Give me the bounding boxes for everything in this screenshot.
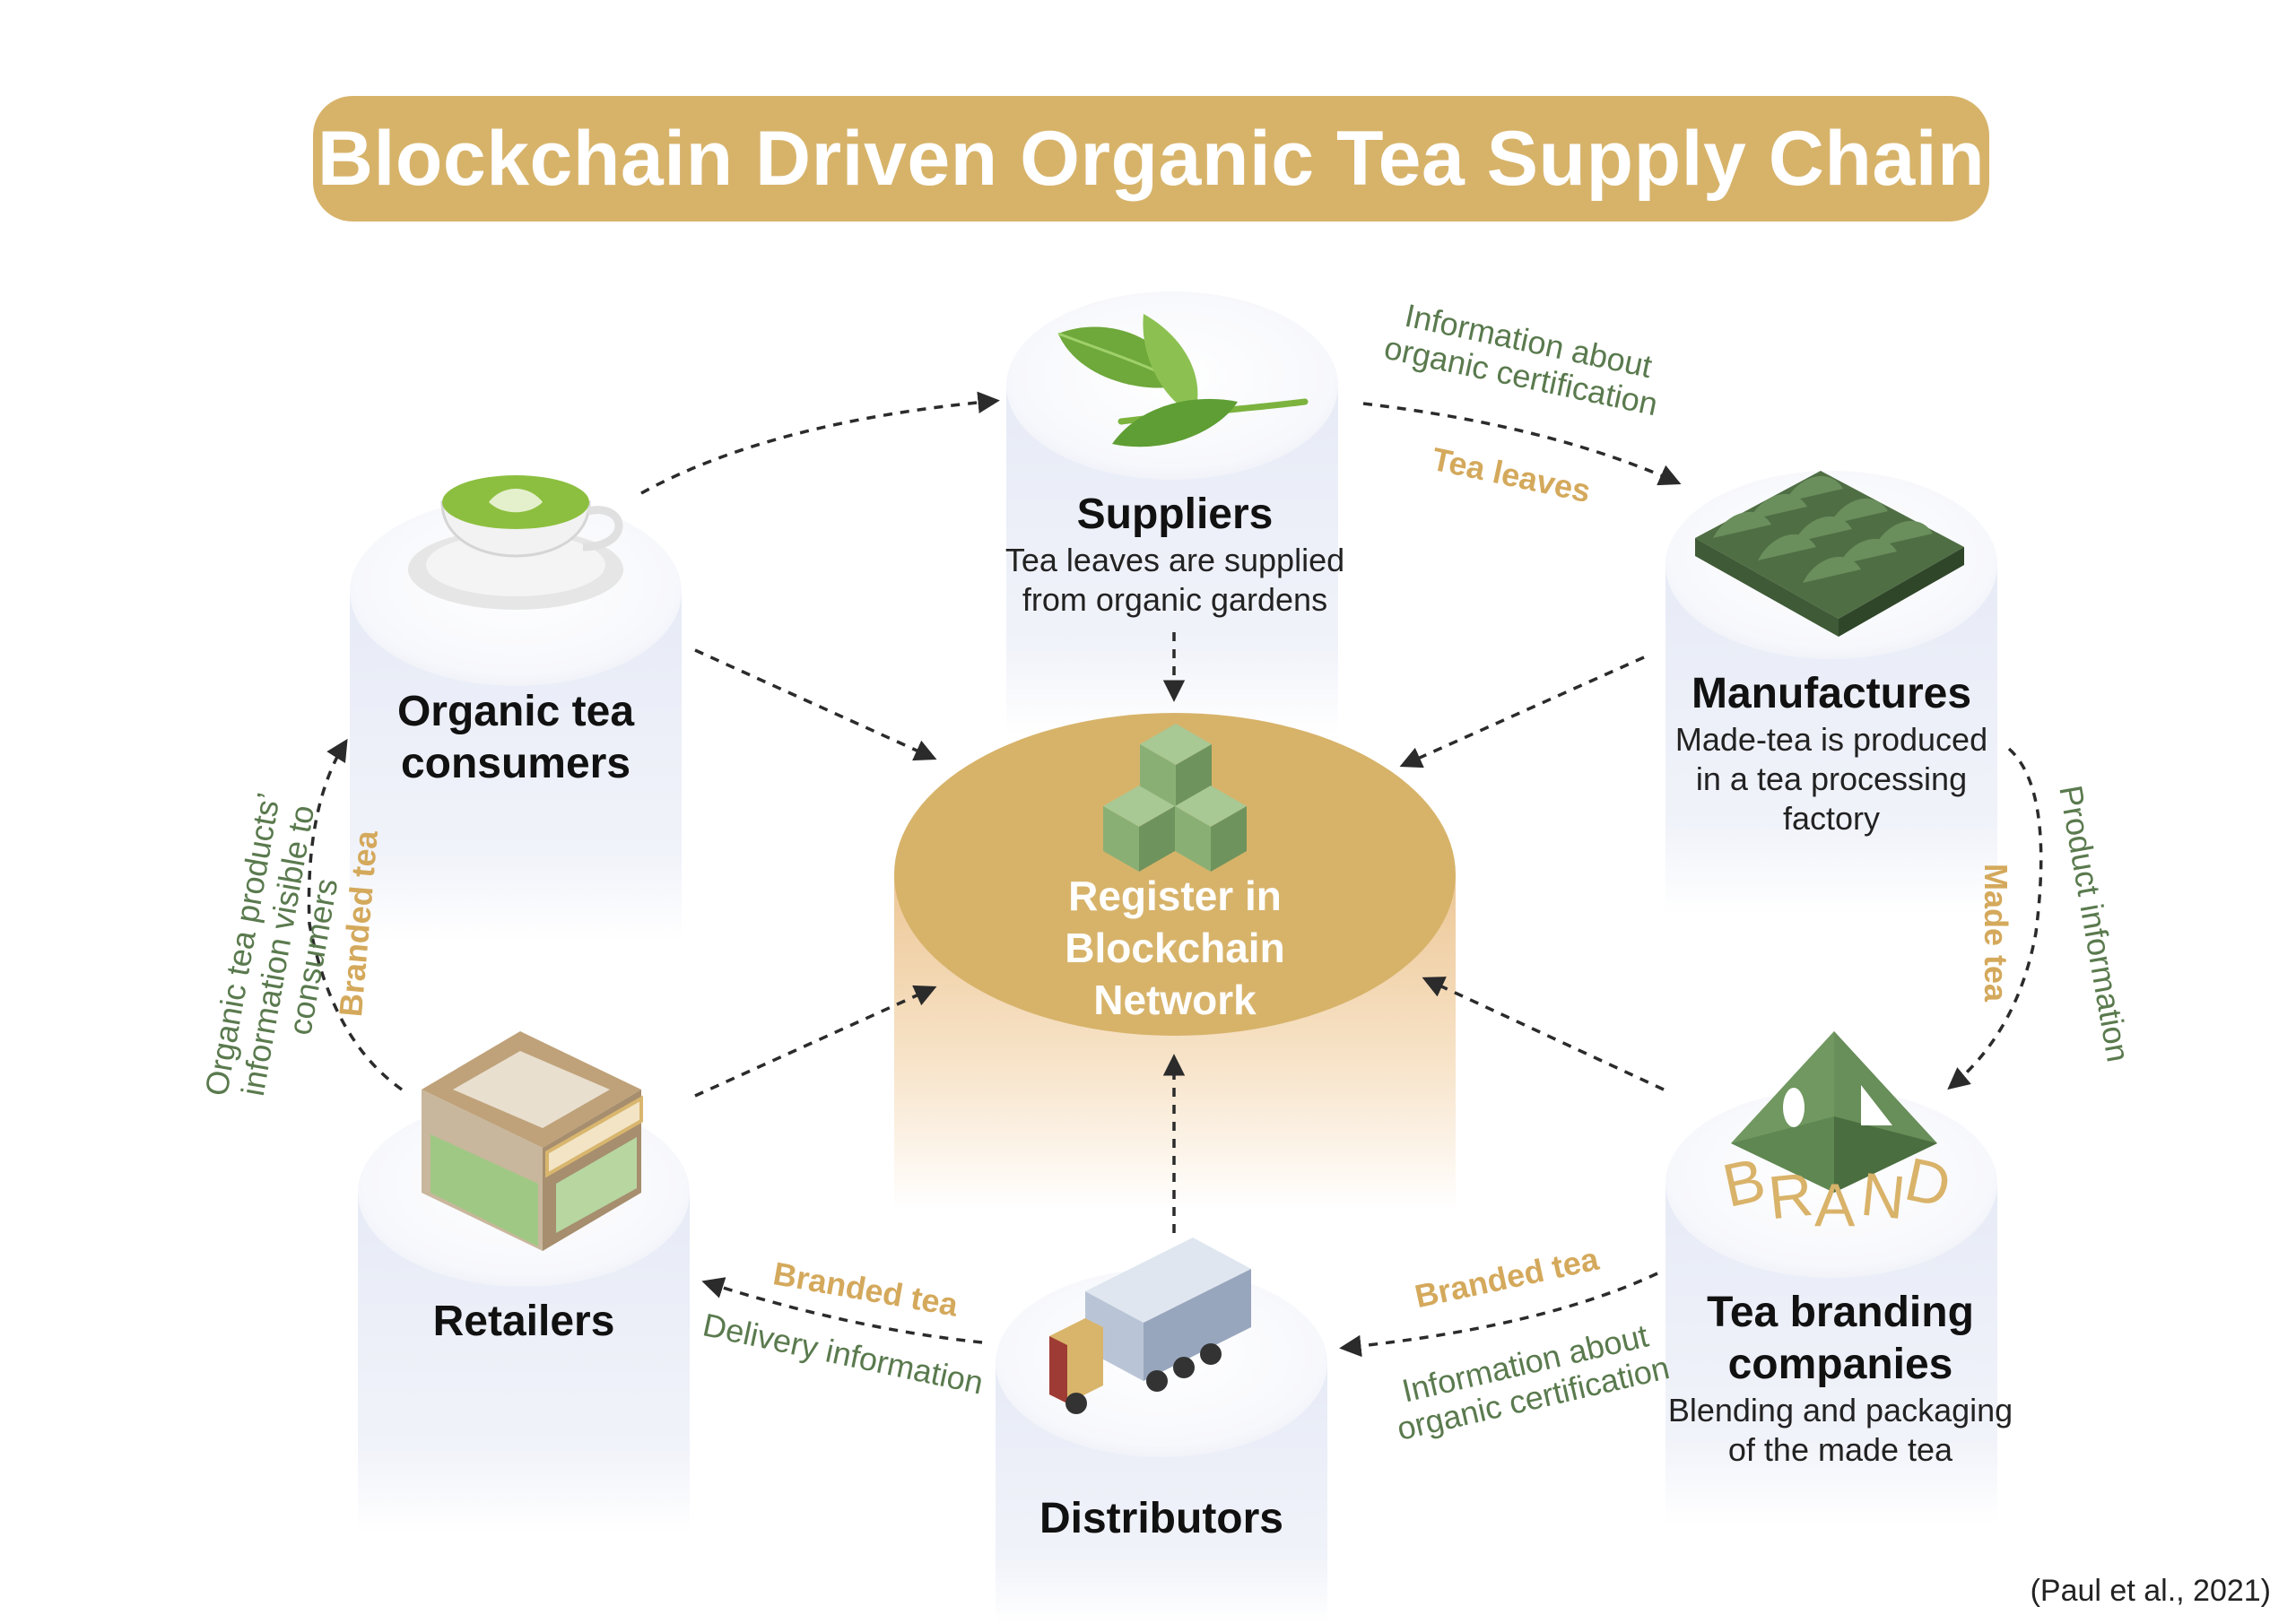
blockchain-label-line-3: Network: [1093, 977, 1257, 1023]
truck-icon: [1049, 1238, 1251, 1414]
brand-letter-a: A: [1814, 1171, 1856, 1239]
consumers-label: Organic tea consumers: [336, 686, 695, 790]
factory-icon: [1695, 471, 1964, 637]
arrow-branding-to-distributors: [1339, 1272, 1658, 1358]
suppliers-desc-line-1: Tea leaves are supplied: [1004, 542, 1345, 578]
flow-manufactures-branding-goods: Made tea: [1978, 863, 2014, 1003]
tea-leaf-icon: [1057, 314, 1309, 447]
retailers-title: Retailers: [432, 1298, 615, 1345]
manufactures-desc-line-2: in a tea processing: [1695, 760, 1968, 797]
brand-letter-r: R: [1765, 1159, 1816, 1233]
branding-label: Tea branding companies Blending and pack…: [1634, 1287, 2047, 1470]
arrow-branding-to-blockchain: [1422, 977, 1665, 1091]
consumers-title-line-2: consumers: [400, 740, 631, 787]
arrow-manufactures-to-blockchain: [1399, 656, 1645, 769]
blockchain-label-line-1: Register in: [1068, 873, 1282, 919]
suppliers-desc-line-2: from organic gardens: [1022, 581, 1328, 618]
blockchain-cubes-icon: [1103, 724, 1247, 872]
consumers-title-line-1: Organic tea: [396, 688, 635, 735]
branding-title-line-1: Tea branding: [1707, 1289, 1974, 1336]
title-banner: Blockchain Driven Organic Tea Supply Cha…: [313, 96, 1989, 221]
retailers-label: Retailers: [344, 1296, 703, 1348]
brand-pyramid-icon: [1731, 1031, 1937, 1193]
manufactures-label: Manufactures Made-tea is produced in a t…: [1634, 668, 2029, 838]
arrow-distributors-to-retailers: [701, 1277, 983, 1344]
page-title: Blockchain Driven Organic Tea Supply Cha…: [317, 115, 1986, 202]
branding-desc-line-2: of the made tea: [1727, 1431, 1953, 1468]
citation: (Paul et al., 2021): [2030, 1574, 2271, 1608]
tea-cup-icon: [408, 475, 623, 610]
branding-title-line-2: companies: [1727, 1341, 1953, 1388]
brand-letter-n: N: [1857, 1159, 1909, 1233]
distributors-title: Distributors: [1039, 1495, 1283, 1542]
arrow-retailers-to-consumers: [307, 738, 404, 1091]
manufactures-desc-line-3: factory: [1782, 800, 1881, 837]
suppliers-label: Suppliers Tea leaves are supplied from o…: [978, 489, 1372, 620]
arrow-consumers-to-blockchain: [694, 648, 937, 761]
arrow-consumers-to-suppliers: [640, 391, 1000, 495]
blockchain-cylinder: [894, 713, 1456, 1211]
blockchain-label: Register in Blockchain Network: [996, 870, 1354, 1026]
manufactures-desc-line-1: Made-tea is produced: [1674, 721, 1988, 758]
arrow-suppliers-to-manufactures: [1362, 402, 1682, 486]
distributors-label: Distributors: [982, 1493, 1341, 1545]
blockchain-label-line-2: Blockchain: [1065, 925, 1285, 971]
store-icon: [422, 1031, 643, 1251]
manufactures-title: Manufactures: [1691, 670, 1972, 717]
suppliers-title: Suppliers: [1076, 491, 1274, 538]
arrow-manufactures-to-branding: [1947, 747, 2043, 1090]
branding-desc-line-1: Blending and packaging: [1667, 1392, 2013, 1429]
